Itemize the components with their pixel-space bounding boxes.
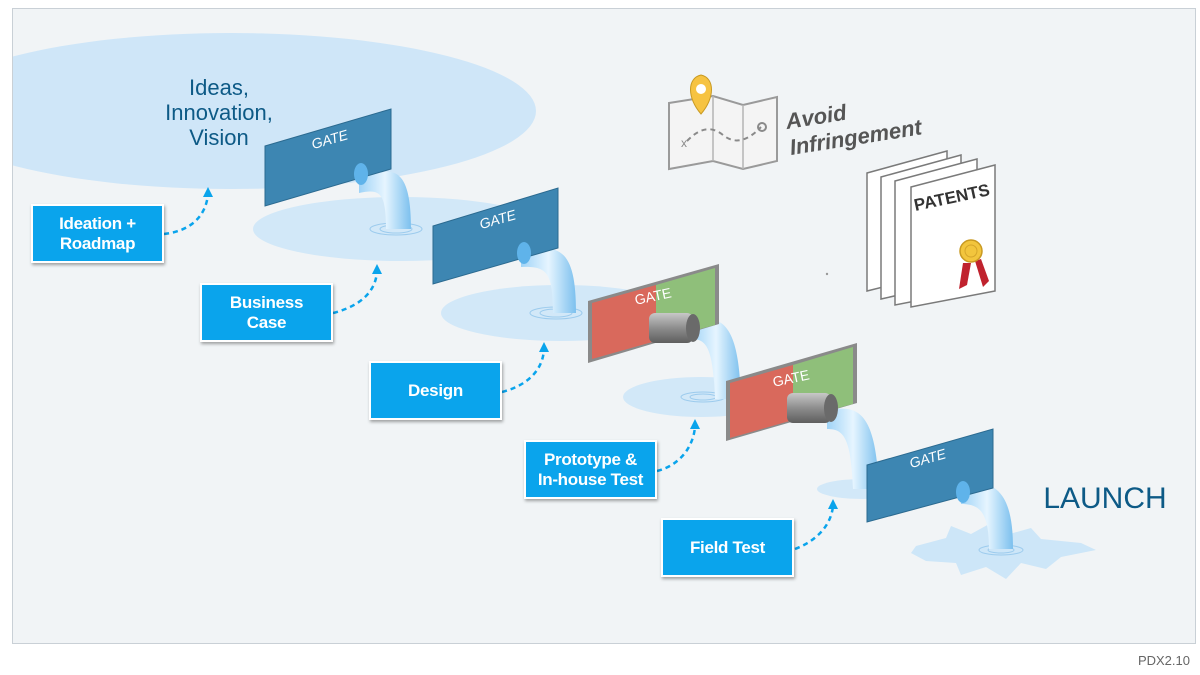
ideas-line-3: Vision xyxy=(189,125,249,150)
gate-3-label: GATE xyxy=(633,284,673,307)
connector-arrowheads xyxy=(203,187,838,509)
ripples xyxy=(369,222,1024,556)
ideas-line-1: Ideas, xyxy=(189,75,249,100)
gate-4-label: GATE xyxy=(771,366,811,389)
step-field-test: Field Test xyxy=(661,518,794,577)
gate-2: GATE xyxy=(432,187,559,285)
launch-label: LAUNCH xyxy=(1043,482,1166,515)
patents-icon xyxy=(866,150,996,308)
launch-splash xyxy=(911,523,1096,579)
ideas-line-2: Innovation, xyxy=(165,100,273,125)
step-3-line-1: Design xyxy=(408,380,463,400)
step-2-line-2: Case xyxy=(246,312,287,332)
gate-4: GATE xyxy=(726,343,857,441)
svg-text:x: x xyxy=(681,136,687,150)
stage-gate-diagram: GATE GATE GATE xyxy=(13,33,1167,579)
streams xyxy=(359,171,1013,549)
step-1-line-2: Roadmap xyxy=(59,233,136,253)
gate-3: GATE xyxy=(588,264,719,363)
step-2-line-1: Business xyxy=(229,292,304,312)
ideas-label: Ideas, Innovation, Vision xyxy=(139,75,299,150)
slide-code: PDX2.10 xyxy=(1137,653,1190,668)
gate-5: GATE xyxy=(866,428,994,523)
step-4-line-1: Prototype & xyxy=(543,449,638,469)
step-4-line-2: In-house Test xyxy=(537,469,644,489)
stray-dot xyxy=(825,272,829,276)
map-icon: x xyxy=(668,74,778,171)
step-1-line-1: Ideation + xyxy=(59,213,136,233)
step-ideation-roadmap: Ideation + Roadmap xyxy=(31,204,164,263)
step-5-line-1: Field Test xyxy=(689,537,766,557)
step-business-case: Business Case xyxy=(200,283,333,342)
diagram-frame: GATE GATE GATE xyxy=(12,8,1196,644)
step-prototype-inhouse-test: Prototype & In-house Test xyxy=(524,440,657,499)
ideas-pool xyxy=(13,33,536,189)
gate-1: GATE xyxy=(264,108,392,207)
connectors xyxy=(163,193,835,551)
step-design: Design xyxy=(369,361,502,420)
